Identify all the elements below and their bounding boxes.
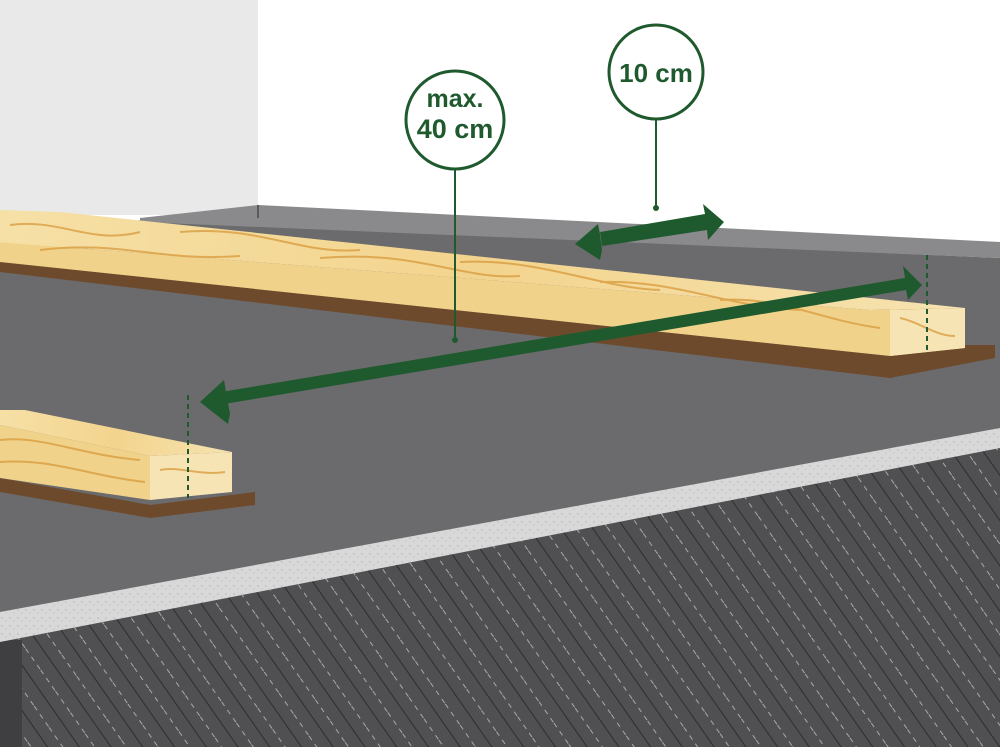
membrane-upturn xyxy=(140,205,1000,258)
front-joist-top xyxy=(0,410,232,456)
joist-spacing-label-line2: 40 cm xyxy=(417,114,494,144)
front-joist-underlay xyxy=(0,478,255,518)
insulation-layer xyxy=(0,445,1000,747)
joist-spacing-label-line1: max. xyxy=(427,85,484,113)
insulation-side xyxy=(0,640,22,747)
rear-joist-front xyxy=(0,242,965,356)
edge-distance-arrow-icon xyxy=(575,204,724,260)
wall-left xyxy=(0,0,258,215)
rear-joist xyxy=(0,210,995,378)
joist-spacing-arrow-icon xyxy=(200,266,922,424)
joist-spacing-label: max. 40 cm xyxy=(404,69,506,171)
screed-layer xyxy=(0,425,1000,642)
front-joist-end xyxy=(150,452,232,500)
edge-distance-label-text: 10 cm xyxy=(619,58,693,88)
rear-joist-top xyxy=(0,210,965,310)
edge-distance-label: 10 cm xyxy=(607,23,705,121)
front-joist-front xyxy=(0,425,150,500)
front-joist xyxy=(0,410,255,518)
